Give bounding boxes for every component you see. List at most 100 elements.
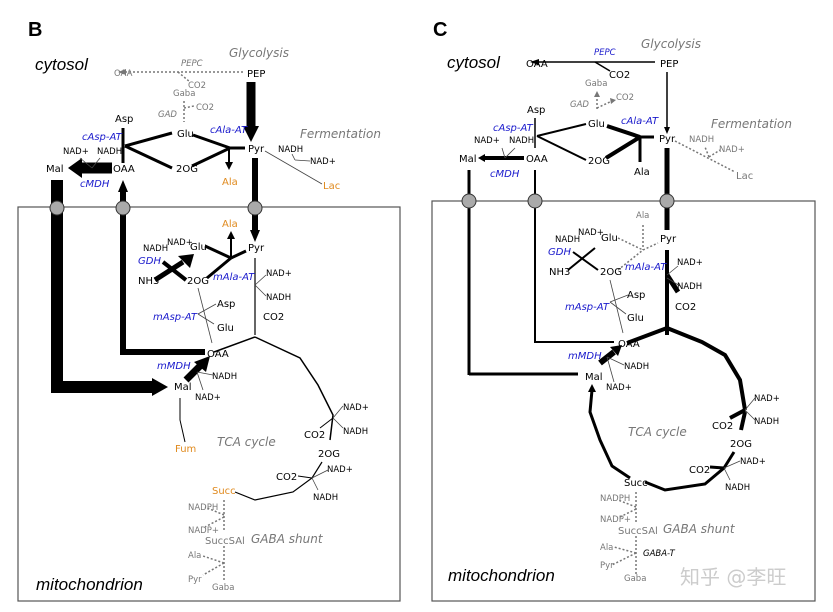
metabolite: Pyr: [659, 134, 676, 145]
metabolite: Ala: [222, 177, 238, 188]
cofactor: NADP+: [188, 526, 219, 536]
cofactor: NADH: [212, 372, 237, 382]
enzyme-gdh: GDH: [548, 247, 571, 258]
cofactor: NAD+: [719, 145, 745, 155]
enzyme-masp-at: mAsp-AT: [153, 312, 198, 323]
glycolysis-label: Glycolysis: [641, 37, 701, 51]
metabolite: 2OG: [588, 156, 610, 167]
metabolite: Glu: [190, 242, 207, 253]
cytosol-label: cytosol: [35, 55, 89, 74]
enzyme-cmdh: cMDH: [490, 169, 520, 180]
metabolite: 2OG: [176, 164, 198, 175]
enzyme-masp-at: mAsp-AT: [565, 302, 610, 313]
cofactor: NAD+: [754, 394, 780, 404]
metabolite: PEP: [247, 69, 265, 80]
metabolite: OAA: [526, 154, 548, 165]
metabolite: OAA: [618, 339, 640, 350]
cofactor: NAD+: [310, 157, 336, 167]
metabolite: Mal: [585, 372, 603, 383]
metabolite: Glu: [177, 129, 194, 140]
cofactor: NAD+: [740, 457, 766, 467]
metabolite: Glu: [627, 313, 644, 324]
panel-label: C: [433, 19, 447, 41]
fermentation-label: Fermentation: [300, 127, 381, 141]
metabolite: Ala: [634, 167, 650, 178]
metabolite: Gaba: [624, 574, 646, 584]
metabolite: CO2: [276, 472, 297, 483]
metabolite: Succ: [624, 478, 648, 489]
enzyme-pepc: PEPC: [181, 59, 203, 69]
mitochondrion-box: [431, 200, 816, 602]
panel-c: C cytosol mitochondrion Glycolysis PEPC …: [431, 19, 816, 602]
cofactor: NAD+: [167, 238, 193, 248]
enzyme-cala-at: cAla-AT: [621, 116, 659, 127]
metabolite: SuccSAl: [205, 536, 245, 547]
cofactor: NADH: [754, 417, 779, 427]
enzyme-casp-at: cAsp-AT: [493, 123, 534, 134]
cofactor: NADH: [313, 493, 338, 503]
metabolite: Asp: [115, 114, 133, 125]
metabolite: 2OG: [600, 267, 622, 278]
metabolite: Pyr: [248, 144, 265, 155]
transporter-icon: [247, 200, 263, 216]
cofactor: NADH: [555, 235, 580, 245]
metabolite: CO2: [616, 93, 634, 103]
fermentation-label: Fermentation: [711, 117, 792, 131]
metabolite: Mal: [459, 154, 477, 165]
metabolite: Glu: [217, 323, 234, 334]
enzyme-casp-at: cAsp-AT: [82, 132, 123, 143]
enzyme-cala-at: cAla-AT: [210, 125, 248, 136]
cofactor: NAD+: [63, 147, 89, 157]
mitochondrion-label: mitochondrion: [448, 566, 555, 585]
enzyme-mala-at: mAla-AT: [213, 272, 255, 283]
metabolite: Pyr: [660, 234, 677, 245]
cofactor: NADH: [278, 145, 303, 155]
mitochondrion-box: [17, 206, 401, 602]
enzyme-mmdh: mMDH: [568, 351, 602, 362]
metabolite: Lac: [736, 171, 753, 182]
glycolysis-label: Glycolysis: [229, 46, 289, 60]
gaba-shunt-label: GABA shunt: [251, 532, 324, 546]
metabolite: Succ: [212, 486, 236, 497]
cofactor: NADH: [97, 147, 122, 157]
enzyme-mala-at: mAla-AT: [625, 262, 667, 273]
cofactor: NAD+: [677, 258, 703, 268]
metabolite: Pyr: [600, 561, 614, 571]
metabolite: 2OG: [187, 276, 209, 287]
metabolite: CO2: [712, 421, 733, 432]
cofactor: NADH: [266, 293, 291, 303]
cofactor: NADH: [143, 244, 168, 254]
metabolite: Ala: [188, 551, 201, 561]
cofactor: NADH: [677, 282, 702, 292]
cofactor: NADPH: [600, 494, 630, 504]
metabolite: Gaba: [585, 79, 607, 89]
enzyme-gaba-t: GABA-T: [643, 549, 675, 559]
metabolite: Pyr: [188, 575, 202, 585]
metabolite: NH3: [549, 267, 570, 278]
metabolite: Asp: [627, 290, 645, 301]
metabolite: CO2: [304, 430, 325, 441]
cofactor: NAD+: [474, 136, 500, 146]
enzyme-gdh: GDH: [138, 256, 161, 267]
cofactor: NAD+: [266, 269, 292, 279]
transporter-icon: [527, 193, 543, 209]
metabolite: Lac: [323, 181, 340, 192]
panel-b: B cytosol mitochondrion Glycolysis PEPC …: [17, 19, 401, 602]
metabolite: SuccSAl: [618, 526, 658, 537]
cofactor: NAD+: [327, 465, 353, 475]
enzyme-mmdh: mMDH: [157, 361, 191, 372]
metabolite: CO2: [609, 70, 630, 81]
metabolite: Glu: [601, 233, 618, 244]
transporter-icon: [49, 200, 65, 216]
cofactor: NAD+: [606, 383, 632, 393]
transporter-icon: [461, 193, 477, 209]
metabolite: Glu: [588, 119, 605, 130]
watermark: 知乎 @李旺: [680, 565, 786, 589]
metabolite: CO2: [689, 465, 710, 476]
metabolite: CO2: [188, 81, 206, 91]
transporter-icon: [659, 193, 675, 209]
cofactor: NAD+: [195, 393, 221, 403]
cofactor: NADPH: [188, 503, 218, 513]
panel-label: B: [28, 19, 42, 41]
metabolite: OAA: [114, 69, 133, 79]
